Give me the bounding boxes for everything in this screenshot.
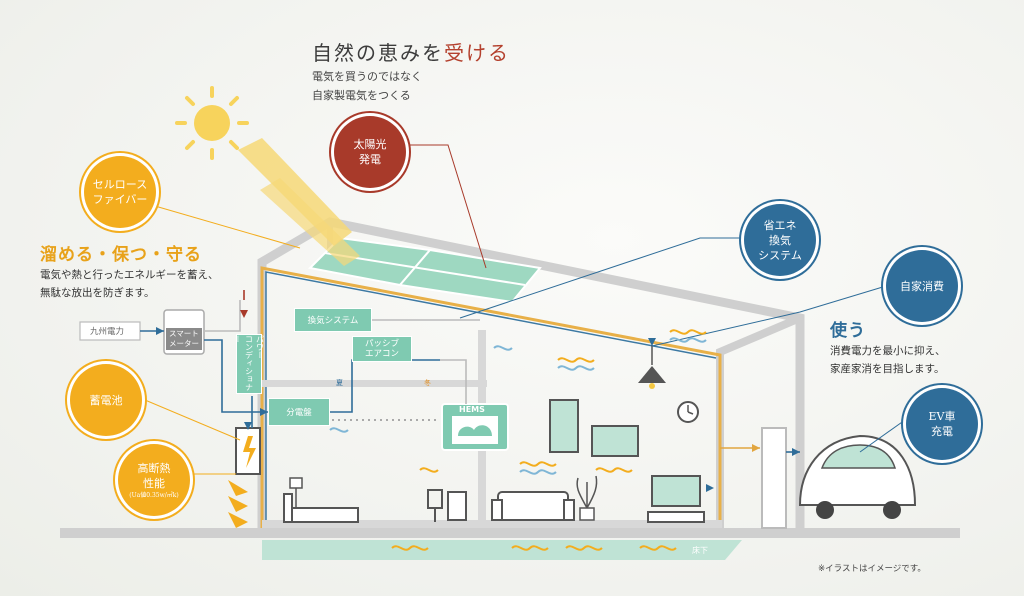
solar-power-circle: 太陽光 発電 bbox=[334, 116, 406, 188]
header-line-1: 電気を買うのではなく bbox=[312, 70, 422, 83]
header-line-2: 自家製電気をつくる bbox=[312, 89, 411, 102]
page-title: 自然の恵みを受ける bbox=[312, 37, 510, 66]
insulation-label: 高断熱 性能 bbox=[137, 461, 171, 490]
cellulose-label: セルロース ファイバー bbox=[92, 178, 148, 206]
sun-icon bbox=[175, 86, 249, 160]
sunbeam bbox=[260, 178, 360, 266]
airflow-arrows bbox=[329, 329, 707, 551]
arrowheads bbox=[156, 327, 800, 492]
use-line-2: 家産家消を目指します。 bbox=[830, 363, 945, 375]
vent-system-box: 換気システム bbox=[294, 308, 372, 332]
use-text: 消費電力を最小に抑え、 家産家消を目指します。 bbox=[830, 342, 946, 378]
chair-icon bbox=[427, 489, 467, 522]
title-prefix: 自然の恵みを bbox=[312, 41, 444, 65]
smart-meter-label: スマート メーター bbox=[166, 328, 202, 350]
breaker-label: 分電盤 bbox=[286, 408, 312, 418]
underfloor-label: 床下 bbox=[692, 546, 708, 555]
store-heading: 溜める・保つ・守る bbox=[40, 245, 202, 265]
sunbeam bbox=[238, 138, 352, 246]
use-line-1: 消費電力を最小に抑え、 bbox=[830, 345, 946, 357]
car-icon bbox=[798, 434, 917, 519]
blue-inner-line bbox=[265, 271, 717, 526]
callout-lines bbox=[144, 144, 906, 475]
floor-lamp-icon bbox=[289, 477, 303, 508]
battery-label: 蓄電池 bbox=[89, 393, 123, 407]
plant-icon bbox=[576, 475, 598, 521]
passive-ac-label: パッシブ エアコン bbox=[364, 339, 399, 359]
solar-label: 太陽光 発電 bbox=[353, 138, 387, 166]
tv-icon bbox=[647, 475, 705, 523]
heat-arrows bbox=[228, 480, 248, 528]
store-line-1: 電気や熱と行ったエネルギーを蓄え、 bbox=[40, 269, 219, 281]
clock-icon bbox=[677, 401, 699, 423]
picture-frame bbox=[549, 399, 579, 453]
vent-system-label: 換気システム bbox=[307, 316, 359, 326]
store-text: 電気や熱と行ったエネルギーを蓄え、 無駄な放出を防ぎます。 bbox=[40, 266, 219, 302]
kyushu-label: 九州電力 bbox=[90, 327, 125, 337]
use-heading: 使う bbox=[830, 321, 866, 341]
header-text: 電気を買うのではなく 自家製電気をつくる bbox=[312, 67, 422, 105]
self-consumption-circle: 自家消費 bbox=[886, 250, 958, 322]
ground-line bbox=[60, 528, 960, 538]
breaker-box: 分電盤 bbox=[268, 398, 330, 426]
summer-label: 夏 bbox=[336, 379, 343, 387]
ev-charger bbox=[761, 427, 787, 529]
power-conditioner-label: パワー コンディショナー bbox=[233, 335, 265, 391]
sofa-icon bbox=[491, 491, 575, 521]
passive-ac-box: パッシブ エアコン bbox=[352, 336, 412, 362]
battery-icon bbox=[235, 427, 261, 475]
hems-device bbox=[441, 403, 509, 451]
bed-icon bbox=[283, 493, 359, 523]
power-conditioner-box: パワー コンディショナー bbox=[234, 334, 265, 394]
lamp-icon bbox=[638, 345, 666, 389]
house-frame-side bbox=[716, 314, 802, 528]
store-line-2: 無駄な放出を防ぎます。 bbox=[40, 287, 155, 299]
winter-label: 冬 bbox=[424, 379, 431, 387]
ev-label: EV車 充電 bbox=[928, 410, 956, 438]
battery-circle: 蓄電池 bbox=[70, 364, 142, 436]
self-consumption-label: 自家消費 bbox=[900, 279, 944, 293]
insulation-sub-label: (Ua値0.35w/㎡k) bbox=[129, 491, 179, 499]
illustration-note: ※イラストはイメージです。 bbox=[818, 564, 926, 574]
ventilation-circle: 省エネ 換気 システム bbox=[744, 204, 816, 276]
underfloor bbox=[262, 540, 742, 560]
insulation-line bbox=[260, 266, 722, 528]
ventilation-label: 省エネ 換気 システム bbox=[758, 218, 802, 262]
ev-charge-circle: EV車 充電 bbox=[906, 388, 978, 460]
picture-frame bbox=[591, 425, 639, 457]
cellulose-circle: セルロース ファイバー bbox=[84, 156, 156, 228]
hems-label: HEMS bbox=[459, 405, 485, 414]
title-accent: 受ける bbox=[444, 41, 510, 65]
insulation-circle: 高断熱 性能 (Ua値0.35w/㎡k) bbox=[118, 444, 190, 516]
